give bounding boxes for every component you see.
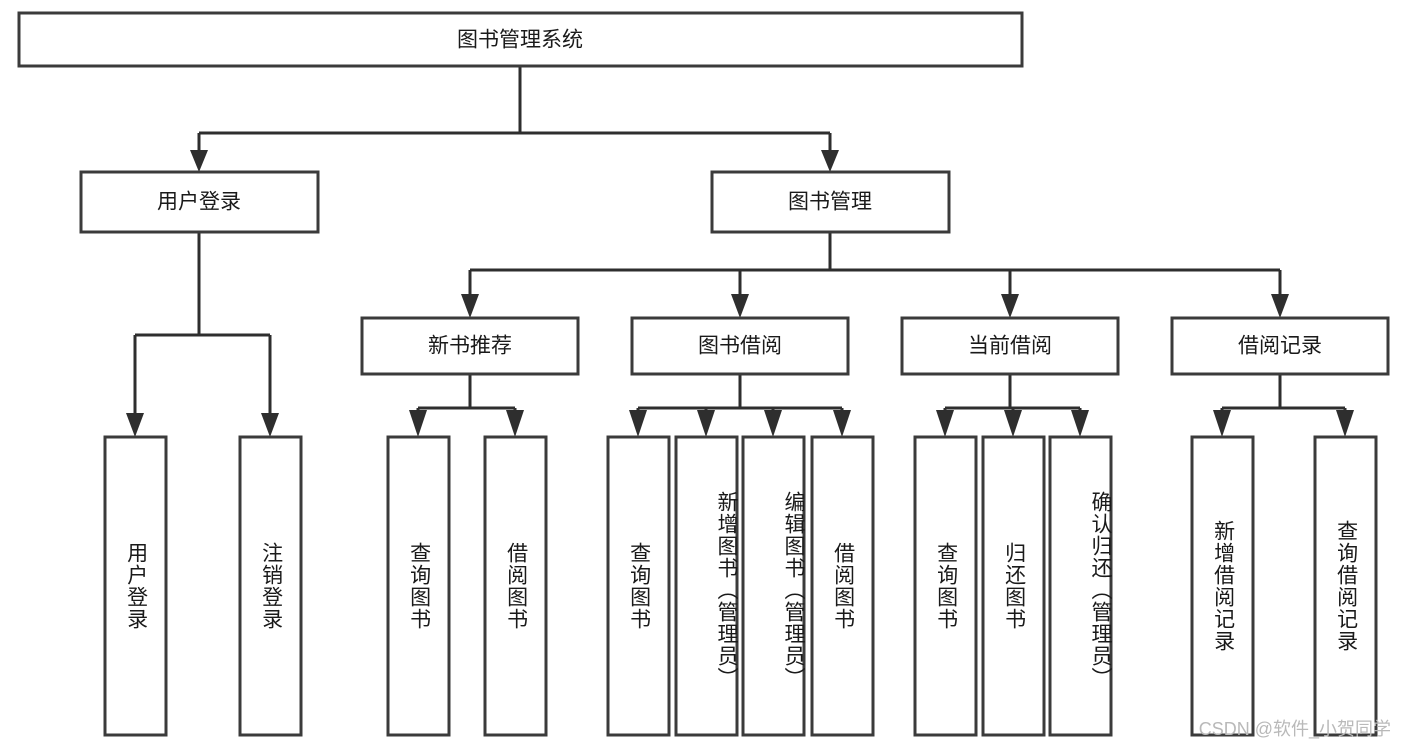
- node-leaf-user-logout[interactable]: [238, 435, 303, 737]
- node-book-manage[interactable]: [710, 170, 951, 234]
- node-book-borrow[interactable]: [630, 316, 850, 376]
- node-book-manage-label: 图书管理: [788, 191, 872, 214]
- arrow-leaf-query-record: [1336, 410, 1354, 437]
- arrow-leaf-user-logout: [261, 413, 279, 437]
- arrow-leaf-borrow-book-b: [833, 410, 851, 437]
- node-leaf-query-book-b[interactable]: [606, 435, 671, 737]
- node-root-label: 图书管理系统: [457, 29, 583, 52]
- arrow-leaf-query-book-c: [936, 410, 954, 437]
- node-leaf-confirm-return[interactable]: [1048, 435, 1113, 737]
- arrow-book-borrow: [731, 294, 749, 318]
- node-leaf-query-book-a[interactable]: [386, 435, 451, 737]
- arrow-leaf-confirm-return: [1071, 410, 1089, 437]
- node-leaf-return-book[interactable]: [981, 435, 1046, 737]
- arrow-leaf-edit-book: [764, 410, 782, 437]
- watermark: CSDN @软件_小贺同学: [1198, 719, 1391, 739]
- node-new-book-rec-label: 新书推荐: [428, 335, 512, 358]
- node-borrow-record[interactable]: [1170, 316, 1390, 376]
- arrow-to-book-manage: [821, 150, 839, 172]
- arrow-leaf-user-login: [126, 413, 144, 437]
- node-leaf-edit-book[interactable]: [741, 435, 806, 737]
- node-leaf-add-book[interactable]: [674, 435, 739, 737]
- node-leaf-user-login[interactable]: [103, 435, 168, 737]
- arrow-leaf-query-book-a: [409, 410, 427, 437]
- arrow-leaf-query-book-b: [629, 410, 647, 437]
- node-leaf-borrow-book-b[interactable]: [810, 435, 875, 737]
- arrow-borrow-record: [1271, 294, 1289, 318]
- node-borrow-record-label: 借阅记录: [1238, 335, 1322, 358]
- arrow-leaf-add-record: [1213, 410, 1231, 437]
- node-new-book-rec[interactable]: [360, 316, 580, 376]
- node-leaf-add-record[interactable]: [1190, 435, 1255, 737]
- node-book-borrow-label: 图书借阅: [698, 335, 782, 358]
- node-current-borrow[interactable]: [900, 316, 1120, 376]
- arrow-leaf-borrow-book-a: [506, 410, 524, 437]
- arrow-leaf-add-book: [697, 410, 715, 437]
- node-leaf-borrow-book-a[interactable]: [483, 435, 548, 737]
- arrow-leaf-return-book: [1004, 410, 1022, 437]
- arrow-current-borrow: [1001, 294, 1019, 318]
- node-user-login-label: 用户登录: [157, 191, 241, 214]
- arrow-to-user-login: [190, 150, 208, 172]
- node-root[interactable]: [17, 11, 1024, 68]
- connector-layer: [126, 66, 1354, 437]
- node-leaf-query-record[interactable]: [1313, 435, 1378, 737]
- node-leaf-query-book-c[interactable]: [913, 435, 978, 737]
- arrow-new-book-rec: [461, 294, 479, 318]
- node-user-login[interactable]: [79, 170, 320, 234]
- node-current-borrow-label: 当前借阅: [968, 335, 1052, 358]
- node-layer: 图书管理系统 用户登录 图书管理 新书推荐 图书借阅 当前借阅 借阅记录: [17, 11, 1390, 737]
